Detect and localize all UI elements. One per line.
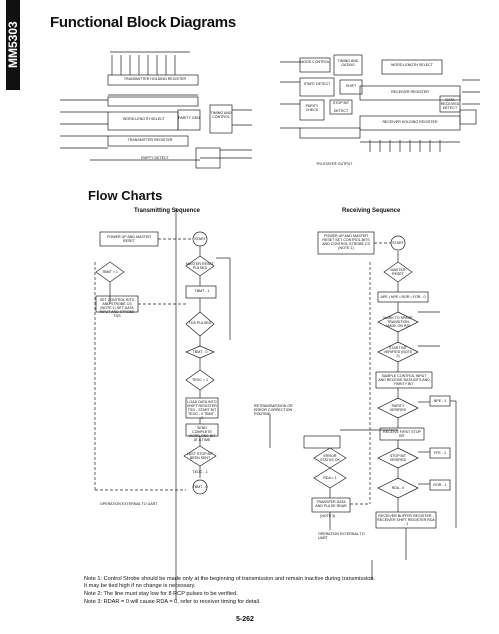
tx-start: START bbox=[194, 237, 206, 241]
shift-block: SHIFT bbox=[345, 84, 357, 88]
tx-tds-pulsed: TDS PULSED bbox=[188, 321, 212, 325]
tx-tbmt-check: TBMT = 1 bbox=[102, 270, 118, 274]
rx-npe-1: NPE - 1 bbox=[433, 399, 447, 403]
empty-detect: EMPTY DETECT bbox=[141, 156, 169, 160]
tx-tbmt-final: TBMT - 0 bbox=[192, 485, 208, 489]
tristate-output: TRI-STATE® OUTPUT bbox=[316, 162, 353, 166]
rx-clear-flags: APE • NPE • ROR • FOR - 0 bbox=[380, 295, 426, 299]
stop-bit-block: STOP BIT bbox=[332, 101, 350, 105]
rx-master-reset: MASTER RESET bbox=[390, 268, 406, 276]
block-diagram-heading: Functional Block Diagrams bbox=[50, 14, 236, 31]
rx-power-up: POWER UP AND MASTER RESET SET CONTROL BI… bbox=[322, 234, 370, 250]
tx-op-external: OPERATION EXTERNAL TO UART bbox=[100, 502, 158, 506]
detect-block: DETECT bbox=[333, 109, 349, 113]
rx-load-buffer: RECEIVER BUFFER REGISTER - RECEIVER SHIF… bbox=[377, 514, 435, 526]
rx-first-stop: RECEIVE FIRST STOP BIT bbox=[383, 430, 421, 438]
parity-gen: PARITY GEN bbox=[178, 116, 200, 120]
tx-tbmt-1: TBMT - 1 bbox=[194, 289, 210, 293]
parity-check: PARITY CHECK bbox=[305, 104, 319, 112]
flow-chart-heading: Flow Charts bbox=[88, 188, 163, 203]
rx-mark-space: MARK TO SPACE TRANSITION MADE ON RSI bbox=[383, 316, 413, 328]
rx-rda-0: RDA - 0 bbox=[391, 486, 405, 490]
retransmission-routine: RETRANSMISSION OR ERROR CORRECTION ROUTI… bbox=[254, 404, 293, 416]
rx-start-verified: START BIT VERIFIED (NOTE 2) bbox=[383, 346, 413, 358]
rx-transfer-data: TRANSFER DATA AND PULSE RDAR bbox=[315, 500, 347, 508]
tx-set-control: SET CONTROL BITS AND STROBE CS (NOTE 1) … bbox=[99, 298, 135, 318]
note-1: Note 1: Control Strobe should be made on… bbox=[84, 576, 376, 582]
rx-ffe-1: FFE - 1 bbox=[434, 451, 446, 455]
rx-word-length-select: WORD LENGTH SELECT bbox=[391, 63, 433, 67]
note-2: Note 2: The line must stay low for 8 RCP… bbox=[84, 591, 238, 597]
note-1-cont: It may be tied high if no change is nece… bbox=[84, 583, 196, 589]
tx-word-length-select: WORD LENGTH SELECT bbox=[123, 117, 165, 121]
tx-power-up: POWER UP AND MASTER RESET bbox=[107, 235, 151, 243]
receiving-sequence-title: Receiving Sequence bbox=[342, 208, 401, 214]
tx-last-stop: LAST STOP BIT BEEN SENT bbox=[186, 452, 214, 460]
rx-note3: (NOTE 3) bbox=[320, 514, 336, 518]
transmitting-sequence-title: Transmitting Sequence bbox=[134, 208, 201, 214]
tx-timing-control: TIMING AND CONTROL bbox=[210, 111, 232, 119]
tx-tbmt-0: TBMT - 0 bbox=[192, 350, 208, 354]
rx-start: START bbox=[392, 241, 404, 245]
page-number: 5-262 bbox=[236, 616, 254, 623]
start-detect: START DETECT bbox=[303, 82, 331, 86]
rx-ror-1: ROR - 1 bbox=[433, 483, 447, 487]
rx-op-external: OPERATION EXTERNAL TO UART bbox=[318, 532, 365, 540]
tx-mr-pulsed: MASTER RESET PULSED bbox=[186, 262, 214, 270]
tx-holding-register: TRANSMITTER HOLDING REGISTER bbox=[123, 77, 187, 81]
rx-parity-verified: PARITY VERIFIED bbox=[389, 404, 407, 412]
tx-send-word: SEND COMPLETE WORD ONE BIT AT A TIME bbox=[188, 426, 216, 442]
rx-error-status: ERROR STATUS OK bbox=[320, 454, 340, 462]
rx-rda-1: RDA = 1 bbox=[323, 476, 337, 480]
rx-sample-data: SAMPLE CONTROL INPUT AND RECEIVE DATA BI… bbox=[378, 374, 430, 386]
tx-load-data: LOAD DATA INTO SHIFT REGISTER TSO - STAR… bbox=[187, 400, 217, 420]
tx-register: TRANSMITTER REGISTER bbox=[127, 138, 173, 142]
note-3: Note 3: RDAR = 0 will cause RDA = 0, ref… bbox=[84, 599, 261, 605]
tx-teoc-check: TEOC = 1 bbox=[191, 378, 209, 382]
rx-stop-verified: STOP BIT VERIFIED bbox=[389, 454, 407, 462]
tx-teoc-1: TEOC - 1 bbox=[192, 470, 208, 474]
rx-holding-register: RECEIVER HOLDING REGISTER bbox=[382, 120, 438, 124]
data-received-detect: DATA RECEIVED DETECT bbox=[440, 98, 460, 110]
mode-control: MODE CONTROL bbox=[300, 60, 330, 64]
timing-gating: TIMING AND GATING bbox=[337, 59, 359, 67]
rx-register: RECEIVER REGISTER bbox=[391, 90, 429, 94]
